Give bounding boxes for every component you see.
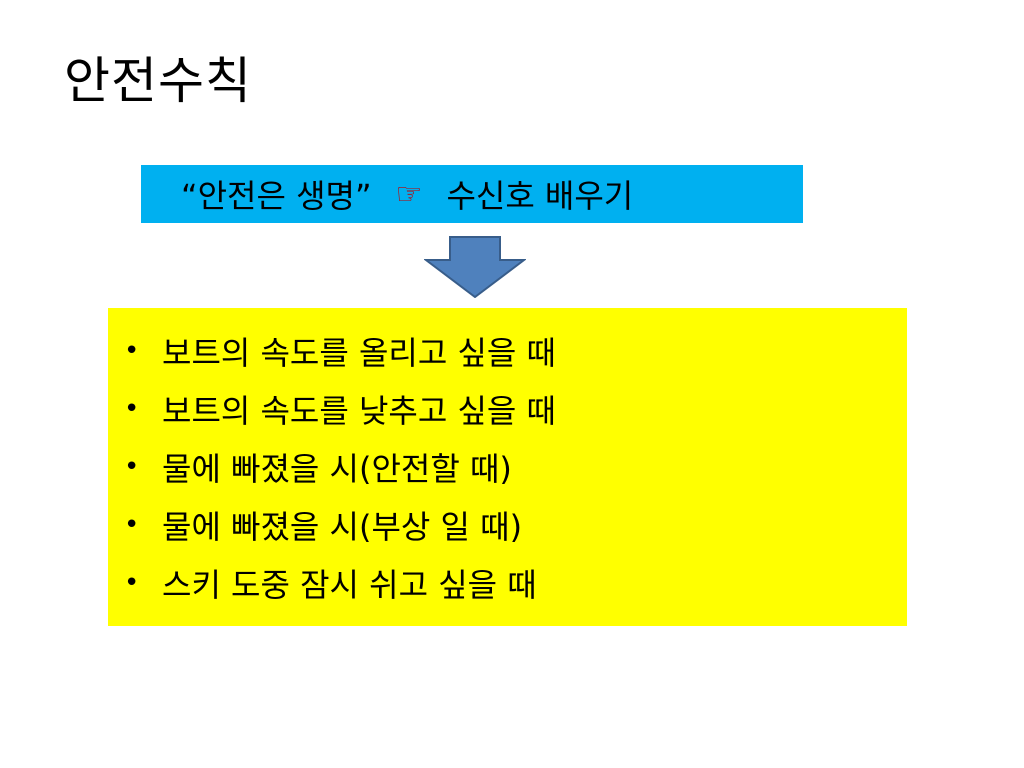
pointing-hand-icon: ☞ bbox=[395, 176, 423, 212]
slide-title: 안전수칙 bbox=[64, 52, 252, 110]
list-item-text: 보트의 속도를 올리고 싶을 때 bbox=[162, 334, 556, 372]
list-item-text: 물에 빠졌을 시(부상 일 때) bbox=[162, 508, 523, 546]
list-item: • 스키 도중 잠시 쉬고 싶을 때 bbox=[124, 554, 907, 612]
list-item-text: 보트의 속도를 낮추고 싶을 때 bbox=[162, 392, 556, 430]
banner-text: 수신호 배우기 bbox=[446, 177, 634, 215]
slogan-banner: “안전은 생명” ☞ 수신호 배우기 bbox=[141, 165, 803, 223]
list-item-text: 물에 빠졌을 시(안전할 때) bbox=[162, 450, 512, 488]
banner-quote: “안전은 생명” bbox=[181, 177, 372, 215]
list-item: • 물에 빠졌을 시(부상 일 때) bbox=[124, 496, 907, 554]
bullet-icon: • bbox=[124, 394, 140, 424]
situation-list: • 보트의 속도를 올리고 싶을 때 • 보트의 속도를 낮추고 싶을 때 • … bbox=[124, 322, 907, 612]
situation-box: • 보트의 속도를 올리고 싶을 때 • 보트의 속도를 낮추고 싶을 때 • … bbox=[108, 308, 907, 626]
bullet-icon: • bbox=[124, 510, 140, 540]
down-arrow-icon bbox=[424, 236, 526, 298]
list-item: • 보트의 속도를 낮추고 싶을 때 bbox=[124, 380, 907, 438]
list-item-text: 스키 도중 잠시 쉬고 싶을 때 bbox=[162, 566, 537, 604]
list-item: • 보트의 속도를 올리고 싶을 때 bbox=[124, 322, 907, 380]
bullet-icon: • bbox=[124, 568, 140, 598]
bullet-icon: • bbox=[124, 336, 140, 366]
bullet-icon: • bbox=[124, 452, 140, 482]
list-item: • 물에 빠졌을 시(안전할 때) bbox=[124, 438, 907, 496]
